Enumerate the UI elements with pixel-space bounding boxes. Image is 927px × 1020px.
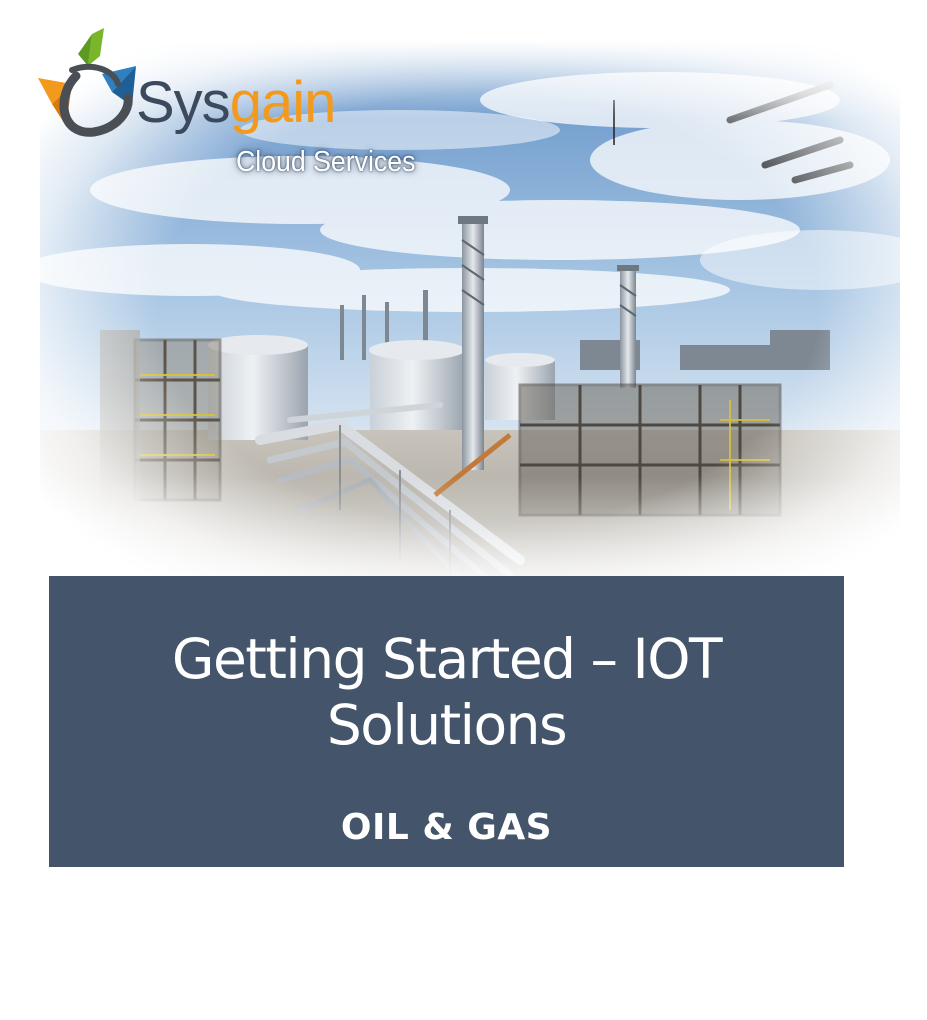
document-subtitle: OIL & GAS bbox=[340, 807, 553, 848]
title-panel: Getting Started – IOT Solutions OIL & GA… bbox=[49, 576, 844, 867]
industrial-plant-image bbox=[40, 40, 900, 600]
logo-wordmark: Sysgain bbox=[136, 74, 336, 132]
document-title: Getting Started – IOT Solutions bbox=[79, 626, 814, 758]
sysgain-emblem-icon bbox=[38, 28, 136, 137]
title-line-2: Solutions bbox=[326, 693, 568, 757]
logo-tagline: Cloud Services bbox=[236, 146, 416, 178]
sysgain-logo: Sysgain Cloud Services bbox=[28, 26, 428, 196]
title-line-1: Getting Started – IOT bbox=[171, 627, 723, 691]
logo-wordmark-gain: gain bbox=[229, 70, 337, 135]
logo-wordmark-sys: Sys bbox=[136, 70, 231, 135]
